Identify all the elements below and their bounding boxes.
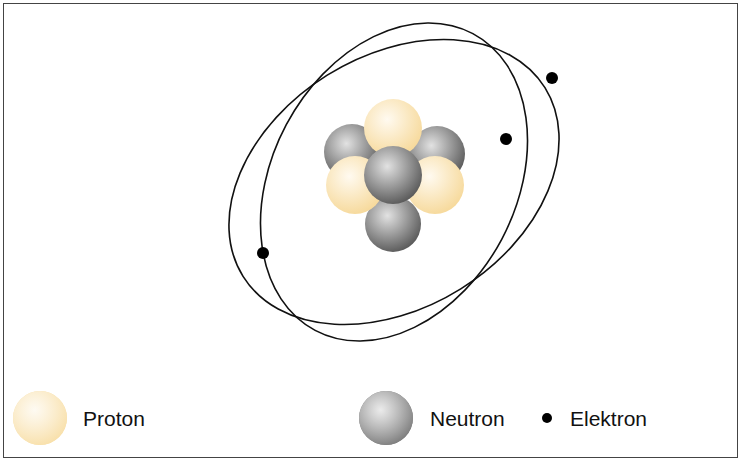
legend-label: Elektron [570, 408, 647, 429]
legend-swatch [541, 412, 553, 424]
legend-label: Proton [83, 408, 145, 429]
legend-swatch [12, 390, 68, 446]
orbits [176, 0, 611, 388]
nucleus [324, 99, 465, 252]
frame [4, 4, 738, 458]
electrons [257, 72, 558, 259]
legend-swatch [358, 390, 414, 446]
legend-label: Neutron [430, 408, 505, 429]
